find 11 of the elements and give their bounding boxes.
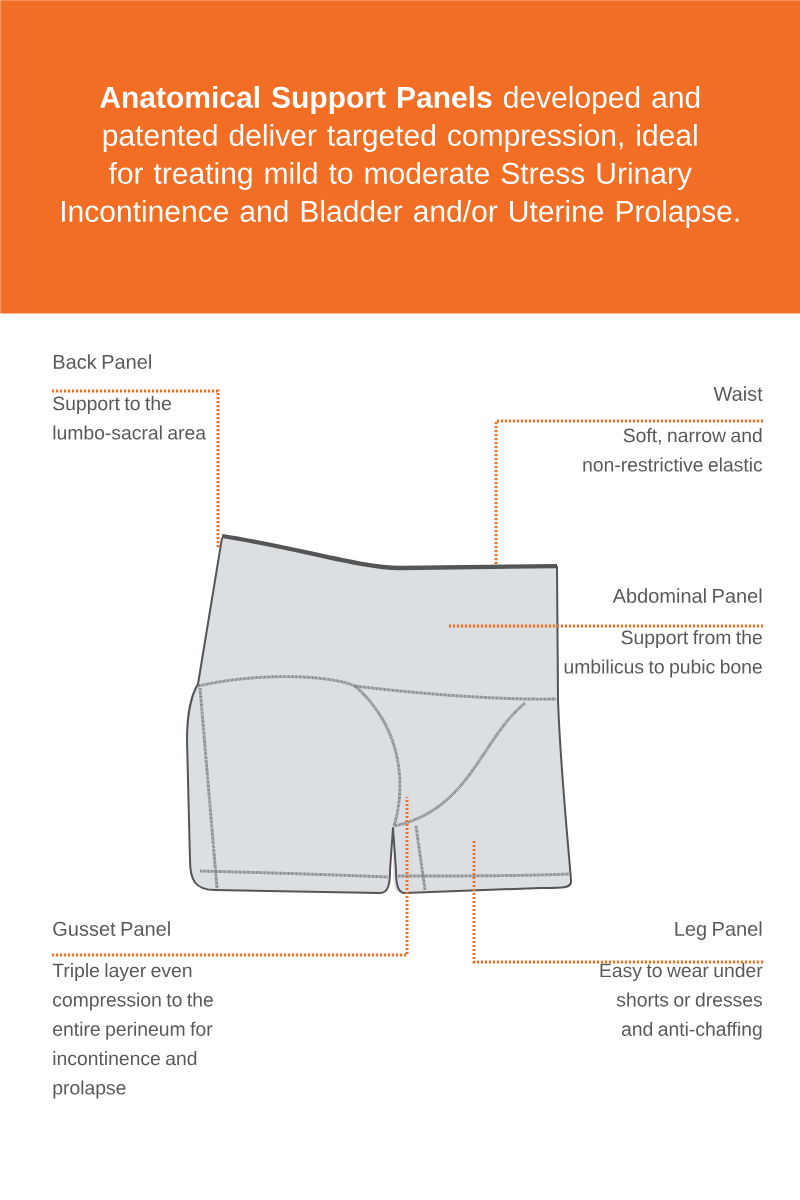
leader-line [52, 797, 409, 957]
leader-line [472, 840, 763, 964]
leader-line [52, 389, 220, 548]
callout-text: Abdominal Panel Support from the umbilicus to pubic bone [564, 588, 762, 678]
leader-line [494, 419, 763, 565]
callout-text: Leg Panel Easy to wear under shorts or dresses and anti-chaffing [600, 921, 763, 1040]
callout-text: Gusset Panel Triple layer even compression to the entire perineum for incontinence and prolapse [52, 921, 213, 1099]
callout-text: Back Panel Support to the lumbo-sacral area [53, 354, 206, 440]
leader-line [449, 624, 763, 628]
callout-text: Waist Soft, narrow and non-restrictive elastic [583, 386, 763, 472]
title-banner: Anatomical Support Panels developed and patented deliver targeted compression, ideal for treating mild to moderate Stress Urinary Incontinence and Bladder and/or Uterine Prolapse. [0, 0, 800, 314]
